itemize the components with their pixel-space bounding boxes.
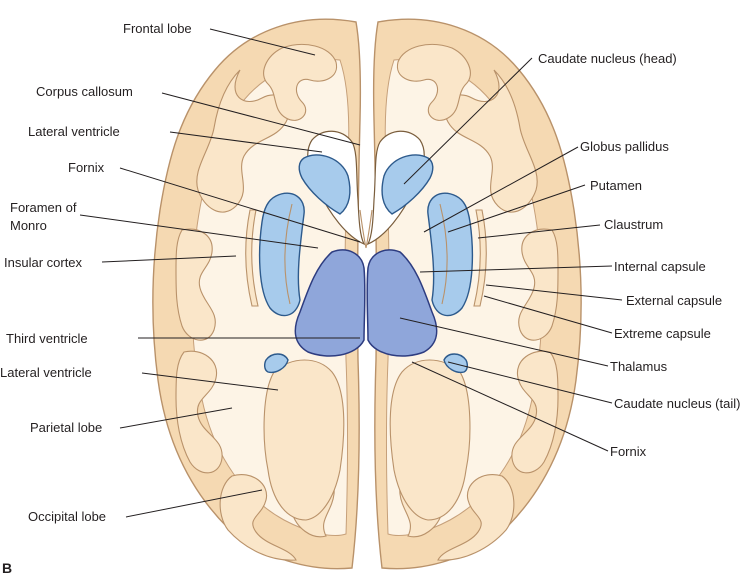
right-claustrum bbox=[473, 209, 487, 307]
right-posterior-horn-region bbox=[389, 359, 471, 521]
left-posterior-horn-region bbox=[263, 359, 345, 521]
left-claustrum bbox=[245, 209, 259, 307]
label-corpus-callosum: Corpus callosum bbox=[36, 84, 133, 99]
right-putamen-pallidus-border bbox=[439, 203, 448, 305]
panel-letter: B bbox=[2, 560, 12, 576]
label-internal-capsule: Internal capsule bbox=[614, 259, 706, 274]
label-putamen: Putamen bbox=[590, 178, 642, 193]
left-caudate-head bbox=[298, 154, 351, 215]
left-caudate-tail bbox=[263, 353, 289, 374]
left-thalamus bbox=[294, 249, 366, 357]
label-frontal-lobe: Frontal lobe bbox=[123, 21, 192, 36]
fornix-columns bbox=[359, 209, 373, 249]
label-fornix-top: Fornix bbox=[68, 160, 105, 175]
label-third-ventricle: Third ventricle bbox=[6, 331, 88, 346]
label-foramen-of: Foramen of bbox=[10, 200, 77, 215]
label-insular-cortex: Insular cortex bbox=[4, 255, 83, 270]
label-globus-pallidus: Globus pallidus bbox=[580, 139, 669, 154]
right-thalamus bbox=[366, 249, 438, 357]
leader-lines bbox=[79, 28, 623, 518]
label-claustrum: Claustrum bbox=[604, 217, 663, 232]
label-caudate-nucleus-head: Caudate nucleus (head) bbox=[538, 51, 677, 66]
right-lentiform-nucleus bbox=[427, 192, 474, 317]
label-external-capsule: External capsule bbox=[626, 293, 722, 308]
label-thalamus: Thalamus bbox=[610, 359, 668, 374]
label-lateral-ventricle-bottom: Lateral ventricle bbox=[0, 365, 92, 380]
right-caudate-head bbox=[381, 154, 434, 215]
label-extreme-capsule: Extreme capsule bbox=[614, 326, 711, 341]
left-lentiform-nucleus bbox=[258, 192, 305, 317]
label-monro: Monro bbox=[10, 218, 47, 233]
label-caudate-nucleus-tail: Caudate nucleus (tail) bbox=[614, 396, 740, 411]
labels: Frontal lobe Corpus callosum Lateral ven… bbox=[0, 21, 740, 576]
label-fornix-bottom: Fornix bbox=[610, 444, 647, 459]
label-occipital-lobe: Occipital lobe bbox=[28, 509, 106, 524]
deep-structures bbox=[245, 130, 487, 521]
label-lateral-ventricle-top: Lateral ventricle bbox=[28, 124, 120, 139]
label-parietal-lobe: Parietal lobe bbox=[30, 420, 102, 435]
left-putamen-pallidus-border bbox=[284, 203, 293, 305]
